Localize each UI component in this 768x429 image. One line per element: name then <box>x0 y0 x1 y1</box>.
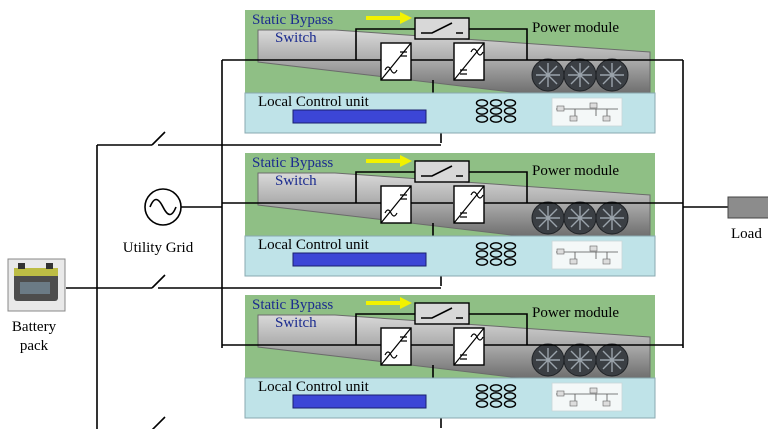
switch-symbol-icon <box>421 165 463 177</box>
keypad-button-icon <box>475 99 489 107</box>
keypad-button-icon <box>489 400 503 408</box>
load-box <box>727 196 768 219</box>
fan-blades <box>536 63 560 87</box>
keypad-button-icon <box>475 115 489 123</box>
lcd-display <box>292 394 427 409</box>
mini-schematic-icon <box>551 382 623 412</box>
battery-label-line1: Battery <box>12 319 57 335</box>
static-bypass-label-line2: Switch <box>275 315 317 331</box>
bypass-arrow-icon <box>400 12 412 24</box>
battery-label-line2: pack <box>20 338 49 354</box>
bypass-wire <box>355 313 528 345</box>
keypad-button-icon <box>475 242 489 250</box>
keypad-button-icon <box>503 392 517 400</box>
switch-symbol-icon <box>421 22 463 34</box>
battery-pack: Battery pack <box>7 258 66 354</box>
keypad-button-icon <box>489 242 503 250</box>
lcd-display <box>292 252 427 267</box>
wiring <box>66 60 728 429</box>
keypad-button-icon <box>503 400 517 408</box>
keypad-button-icon <box>475 392 489 400</box>
bypass-arrow-icon <box>400 155 412 167</box>
keypad-button-icon <box>503 115 517 123</box>
load-label: Load <box>731 226 762 242</box>
power-module-label: Power module <box>532 163 619 179</box>
mini-schematic-icon <box>551 240 623 270</box>
keypad-button-icon <box>503 107 517 115</box>
battery-branch-wire <box>97 274 441 289</box>
battery-branch-wire <box>97 131 441 146</box>
static-bypass-label: Static Bypass <box>252 155 333 171</box>
keypad-button-icon <box>489 115 503 123</box>
keypad-button-icon <box>475 258 489 266</box>
keypad-button-icon <box>503 384 517 392</box>
local-control-unit-label: Local Control unit <box>258 379 370 395</box>
keypad-button-icon <box>503 258 517 266</box>
load: Load <box>727 196 768 242</box>
switch-symbol-icon <box>421 307 463 319</box>
fan-blades <box>568 348 592 372</box>
keypad-button-icon <box>489 384 503 392</box>
mini-schematic-icon <box>551 97 623 127</box>
fan-blades <box>568 206 592 230</box>
static-bypass-label: Static Bypass <box>252 12 333 28</box>
battery-branch-wire <box>151 416 166 429</box>
fan-blades <box>536 348 560 372</box>
keypad-button-icon <box>489 107 503 115</box>
fan-blades <box>600 348 624 372</box>
static-bypass-label: Static Bypass <box>252 297 333 313</box>
keypad-button-icon <box>475 250 489 258</box>
power-module-label: Power module <box>532 305 619 321</box>
bypass-wire <box>355 171 528 203</box>
fan-blades <box>600 63 624 87</box>
sine-wave-icon <box>149 198 177 216</box>
keypad-button-icon <box>475 107 489 115</box>
keypad-button-icon <box>475 384 489 392</box>
power-module-label: Power module <box>532 20 619 36</box>
keypad-button-icon <box>503 250 517 258</box>
bypass-arrow-icon <box>400 297 412 309</box>
fan-blades <box>600 206 624 230</box>
fan-blades <box>568 63 592 87</box>
keypad-button-icon <box>489 99 503 107</box>
keypad-button-icon <box>489 258 503 266</box>
keypad-button-icon <box>503 99 517 107</box>
keypad-button-icon <box>489 250 503 258</box>
keypad-button-icon <box>475 400 489 408</box>
utility-grid: Utility Grid <box>123 188 194 256</box>
utility-grid-label: Utility Grid <box>123 240 194 256</box>
local-control-unit-label: Local Control unit <box>258 94 370 110</box>
fan-blades <box>536 206 560 230</box>
static-bypass-label-line2: Switch <box>275 30 317 46</box>
lcd-display <box>292 109 427 124</box>
keypad-button-icon <box>489 392 503 400</box>
static-bypass-label-line2: Switch <box>275 173 317 189</box>
bypass-wire <box>355 28 528 60</box>
local-control-unit-label: Local Control unit <box>258 237 370 253</box>
keypad-button-icon <box>503 242 517 250</box>
